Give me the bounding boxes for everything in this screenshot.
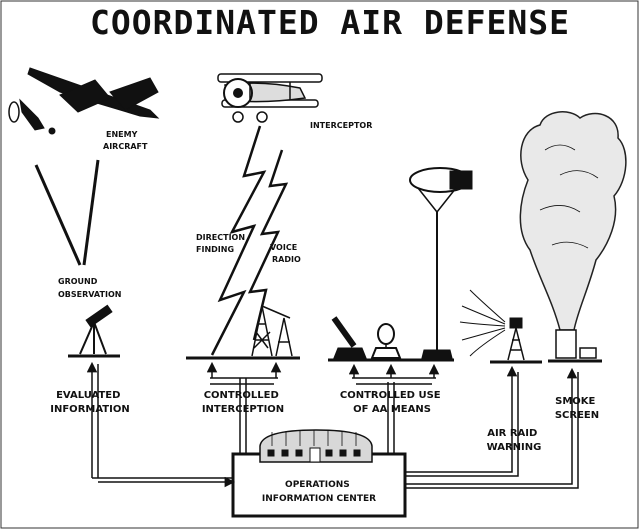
voice-radio-label-2: RADIO: [272, 255, 301, 264]
sight-line-left: [34, 164, 82, 266]
ground-observation-label-2: OBSERVATION: [58, 290, 121, 299]
smoke-screen-label-1: SMOKE: [555, 396, 595, 407]
diagram-title: COORDINATED AIR DEFENSE: [90, 3, 570, 42]
svg-text:VOICE RADIO: VOICE RADIO: [270, 243, 301, 264]
svg-text:CONTROLLED INTERCEPTION: CONTROLLED INTERCEPTION: [202, 390, 284, 415]
lightning-bolt-icon: [210, 125, 289, 356]
enemy-aircraft-label-2: AIRCRAFT: [103, 142, 148, 151]
interceptor-biplane-icon: [217, 73, 323, 123]
svg-text:GROUND OBSERVATION: GROUND OBSERVATION: [58, 277, 121, 299]
controlled-interception-label-1: CONTROLLED: [204, 390, 279, 401]
radio-tower-icon: [186, 305, 300, 360]
smoke-cloud-icon: [519, 111, 627, 363]
controlled-interception-label-2: INTERCEPTION: [202, 404, 284, 415]
evaluated-information-label-2: INFORMATION: [50, 404, 129, 415]
telescope-icon: [68, 304, 120, 358]
barrage-balloon-icon: [409, 167, 473, 359]
searchlight-icon: [370, 323, 402, 359]
flow-arrows: [86, 361, 579, 489]
voice-radio-label-1: VOICE: [270, 243, 297, 252]
svg-text:DIRECTION FINDING: DIRECTION FINDING: [196, 233, 248, 254]
enemy-aircraft-icon: [8, 67, 160, 135]
controlled-use-aa-label-2: OF AA MEANS: [353, 404, 431, 415]
direction-finding-label-2: FINDING: [196, 245, 234, 254]
aa-gun-icon: [331, 316, 367, 359]
smoke-screen-label-2: SCREEN: [555, 410, 599, 421]
svg-text:ENEMY AIRCRAFT: ENEMY AIRCRAFT: [103, 130, 148, 151]
svg-text:OPERATIONS INFORMATION CEN: OPERATIONS INFORMATION CENTER: [262, 480, 376, 504]
direction-finding-label-1: DIRECTION: [196, 233, 245, 242]
evaluated-information-label-1: EVALUATED: [56, 390, 120, 401]
svg-text:CONTROLLED USE OF AA MEANS: CONTROLLED USE OF AA MEANS: [340, 390, 444, 415]
operations-center-label-1: OPERATIONS: [285, 480, 350, 490]
controlled-use-aa-label-1: CONTROLLED USE: [340, 390, 441, 401]
interceptor-label: INTERCEPTOR: [310, 121, 372, 130]
operations-center-label-2: INFORMATION CENTER: [262, 494, 376, 504]
svg-text:AIR RAID WARNING: AIR RAID WARNING: [487, 428, 542, 453]
enemy-aircraft-label-1: ENEMY: [106, 130, 138, 139]
svg-text:EVALUATED INFORMATION: EVALUATED INFORMATION: [50, 390, 129, 415]
sight-line-right: [82, 159, 100, 266]
air-raid-warning-label-2: WARNING: [487, 442, 542, 453]
siren-tower-icon: [459, 289, 542, 364]
svg-text:SMOKE SCREEN: SMOKE SCREEN: [555, 396, 599, 421]
operations-building-icon: [259, 429, 373, 463]
ground-observation-label-1: GROUND: [58, 277, 98, 286]
